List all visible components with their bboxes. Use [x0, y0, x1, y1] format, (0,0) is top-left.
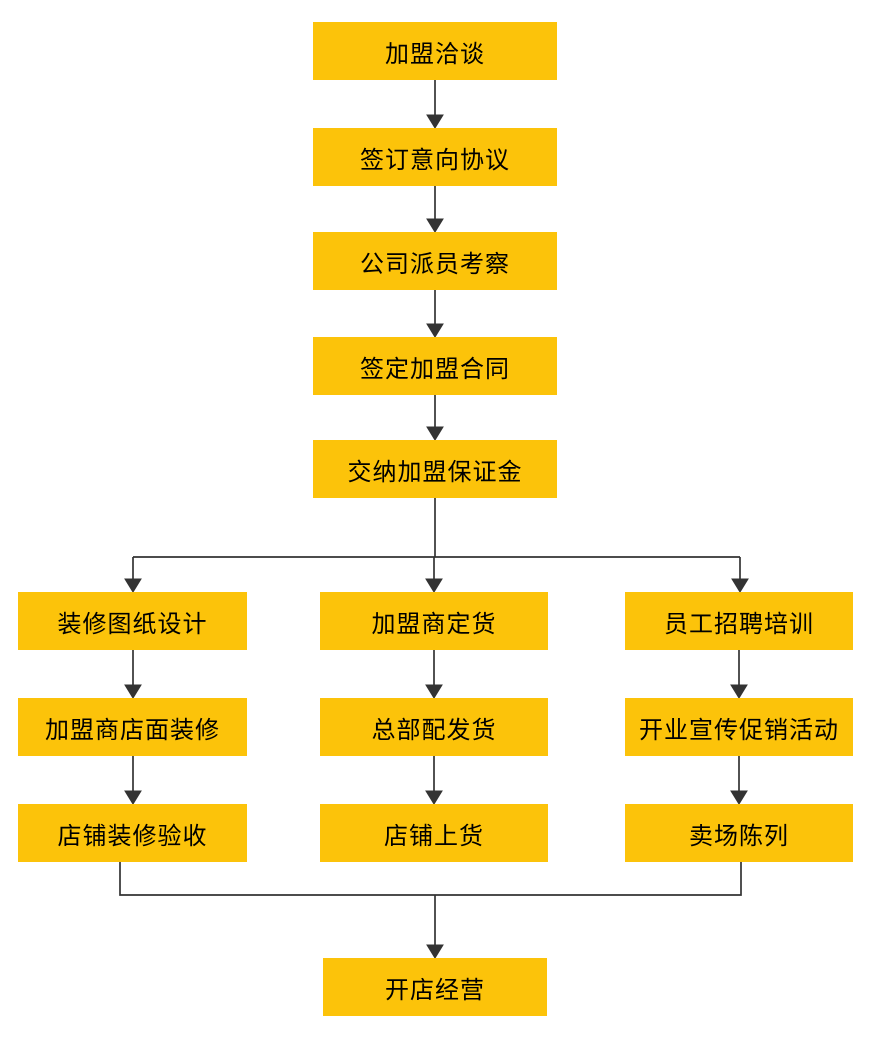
node-hq-distribution: 总部配发货: [320, 698, 548, 756]
branch-merge: [119, 862, 742, 959]
node-sign-franchise-contract: 签定加盟合同: [313, 337, 557, 395]
node-store-display: 卖场陈列: [625, 804, 853, 862]
edge-negotiation-to-intent: [426, 80, 444, 129]
edge-distribution-to-stocking: [425, 756, 443, 805]
node-staff-recruitment-training: 员工招聘培训: [625, 592, 853, 650]
edge-order-to-distribution: [425, 650, 443, 699]
node-storefront-decoration: 加盟商店面装修: [18, 698, 247, 756]
edge-contract-to-deposit: [426, 395, 444, 441]
edge-inspection-to-contract: [426, 290, 444, 338]
edge-recruitment-to-promotion: [730, 650, 748, 699]
edge-drawing-to-decoration: [124, 650, 142, 699]
node-franchisee-order: 加盟商定货: [320, 592, 548, 650]
edge-intent-to-inspection: [426, 186, 444, 233]
node-company-inspection: 公司派员考察: [313, 232, 557, 290]
edge-promotion-to-display: [730, 756, 748, 805]
node-pay-franchise-deposit: 交纳加盟保证金: [313, 440, 557, 498]
node-decoration-drawing-design: 装修图纸设计: [18, 592, 247, 650]
node-store-opening-operation: 开店经营: [323, 958, 547, 1016]
node-sign-intent-agreement: 签订意向协议: [313, 128, 557, 186]
node-franchise-negotiation: 加盟洽谈: [313, 22, 557, 80]
node-decoration-acceptance: 店铺装修验收: [18, 804, 247, 862]
node-opening-promotion: 开业宣传促销活动: [625, 698, 853, 756]
branch-split: [124, 498, 749, 593]
node-store-stocking: 店铺上货: [320, 804, 548, 862]
edge-decoration-to-acceptance: [124, 756, 142, 805]
